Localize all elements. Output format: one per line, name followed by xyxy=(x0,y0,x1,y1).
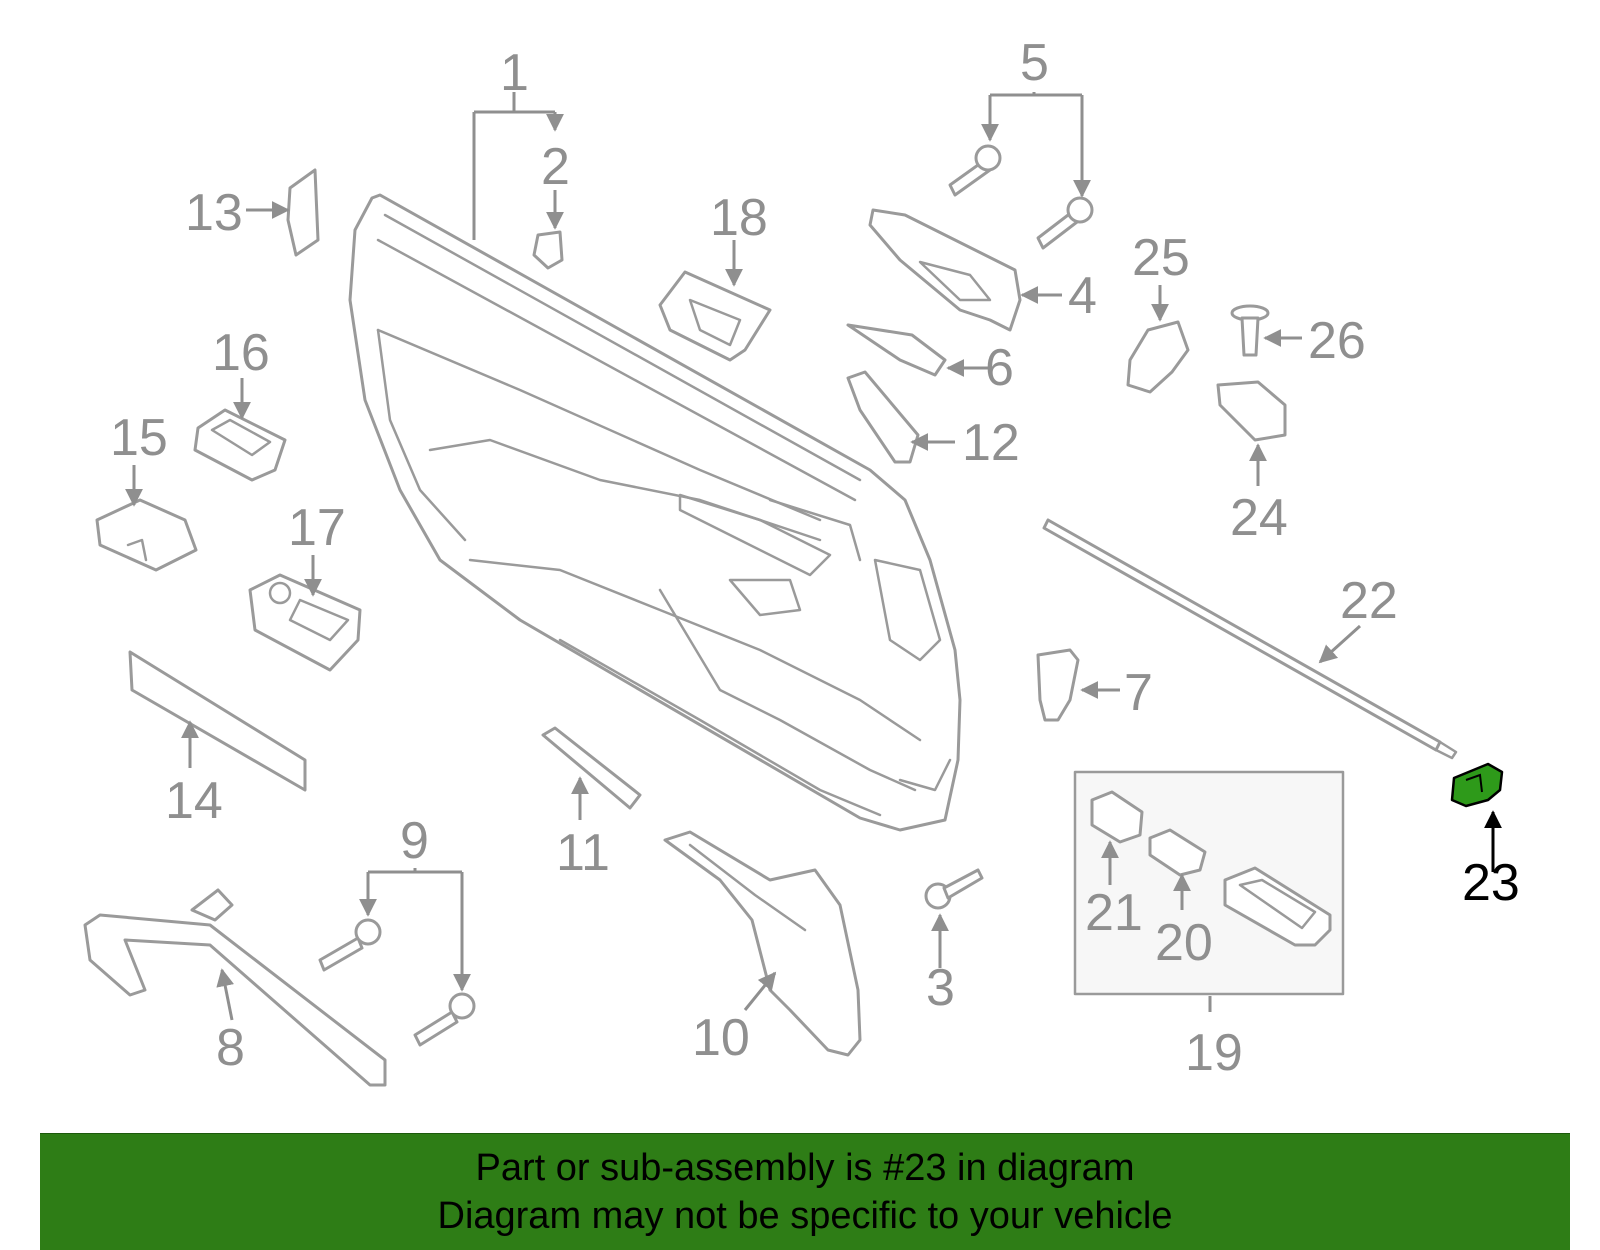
connector-part-21 xyxy=(1090,790,1144,844)
clip-part-2 xyxy=(532,230,564,270)
clip-strip-part-11 xyxy=(541,726,642,810)
bolt-part-5a xyxy=(948,144,1002,197)
bracket-part-25 xyxy=(1126,320,1190,394)
callout-13: 13 xyxy=(185,184,243,242)
bracket-part-13 xyxy=(286,168,320,257)
sensor-part-7 xyxy=(1036,648,1080,722)
bolt-part-9a xyxy=(318,918,382,972)
leader-lines xyxy=(125,92,1502,1021)
callout-18: 18 xyxy=(710,189,768,247)
banner-line-disclaimer: Diagram may not be specific to your vehi… xyxy=(437,1195,1173,1237)
armrest-trim-part-10 xyxy=(663,830,862,1057)
callout-7: 7 xyxy=(1124,664,1153,722)
bracket-part-24 xyxy=(1216,380,1287,442)
callout-numbers: 1 2 3 4 5 6 7 8 9 10 11 12 13 14 15 16 1… xyxy=(110,34,1520,1082)
callout-3: 3 xyxy=(926,959,955,1017)
callout-2: 2 xyxy=(541,138,570,196)
callout-23: 23 xyxy=(1462,854,1520,912)
strip-part-14 xyxy=(128,650,307,792)
callout-5: 5 xyxy=(1020,34,1049,92)
handle-bracket-part-4 xyxy=(868,208,1022,332)
callout-17: 17 xyxy=(288,499,346,557)
callout-16: 16 xyxy=(212,324,270,382)
info-banner: Part or sub-assembly is #23 in diagram D… xyxy=(40,1133,1570,1250)
trim-strip-part-6 xyxy=(846,323,947,377)
callout-21: 21 xyxy=(1085,884,1143,942)
callout-24: 24 xyxy=(1230,489,1288,547)
callout-11: 11 xyxy=(556,824,610,882)
bolt-part-9b xyxy=(413,992,476,1047)
push-pin-part-26 xyxy=(1230,304,1270,357)
grab-handle-part-8 xyxy=(83,913,387,1087)
banner-line-part: Part or sub-assembly is #23 in diagram xyxy=(475,1147,1135,1189)
callout-12: 12 xyxy=(962,414,1020,472)
callout-20: 20 xyxy=(1155,914,1213,972)
trim-piece-part-12 xyxy=(846,370,920,464)
highlighted-part-23[interactable] xyxy=(1450,762,1504,808)
window-switch-part-17 xyxy=(248,573,362,672)
screw-part-3 xyxy=(924,868,984,910)
callout-4: 4 xyxy=(1068,267,1097,325)
bolt-part-5b xyxy=(1036,196,1094,250)
callout-25: 25 xyxy=(1132,229,1190,287)
bulb-part-20 xyxy=(1148,828,1207,877)
callout-26: 26 xyxy=(1308,312,1366,370)
callout-15: 15 xyxy=(110,409,168,467)
callout-14: 14 xyxy=(165,772,223,830)
parts-diagram: 1 2 3 4 5 6 7 8 9 10 11 12 13 14 15 16 1… xyxy=(83,34,1520,1087)
callout-9: 9 xyxy=(400,812,429,870)
door-trim-panel xyxy=(348,193,962,832)
rod-part-22 xyxy=(1042,518,1442,752)
callout-19: 19 xyxy=(1185,1024,1243,1082)
callout-22: 22 xyxy=(1340,572,1398,630)
bezel-part-18 xyxy=(658,270,772,362)
callout-8: 8 xyxy=(216,1019,245,1077)
callout-1: 1 xyxy=(500,44,529,102)
switch-part-15 xyxy=(95,498,198,572)
switch-bezel-part-16 xyxy=(193,408,287,482)
callout-6: 6 xyxy=(985,339,1014,397)
switch-module-part-19 xyxy=(1223,866,1332,947)
callout-10: 10 xyxy=(692,1009,750,1067)
